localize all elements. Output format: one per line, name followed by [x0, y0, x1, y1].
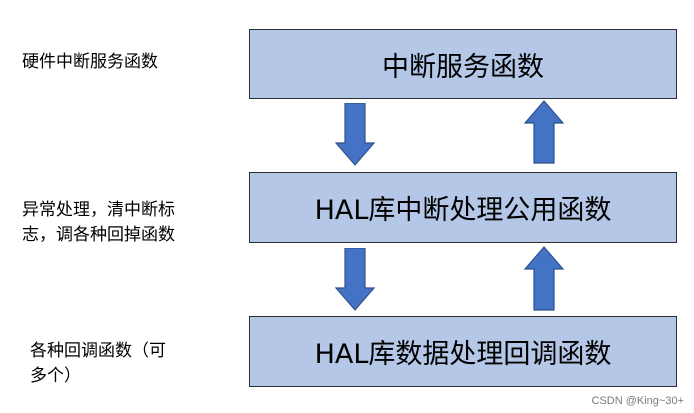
arrow-up-icon: [524, 246, 564, 311]
watermark: CSDN @King~30+: [591, 395, 685, 407]
isr-box: 中断服务函数: [249, 29, 677, 99]
arrow-down-icon: [335, 248, 375, 311]
arrow-up-icon: [524, 100, 564, 164]
isr-box-label: 中断服务函数: [382, 51, 544, 83]
hal-callback-box: HAL库数据处理回调函数: [249, 316, 677, 387]
hal-common-handler-box: HAL库中断处理公用函数: [249, 172, 677, 243]
exception-handling-label: 异常处理，清中断标 志，调各种回掉函数: [22, 200, 175, 245]
arrow-down-icon: [335, 103, 375, 166]
hardware-isr-label: 硬件中断服务函数: [22, 52, 158, 72]
hal-common-handler-label: HAL库中断处理公用函数: [314, 195, 612, 226]
callbacks-label: 各种回调函数（可 多个）: [30, 341, 166, 386]
hal-callback-label: HAL库数据处理回调函数: [314, 339, 612, 370]
